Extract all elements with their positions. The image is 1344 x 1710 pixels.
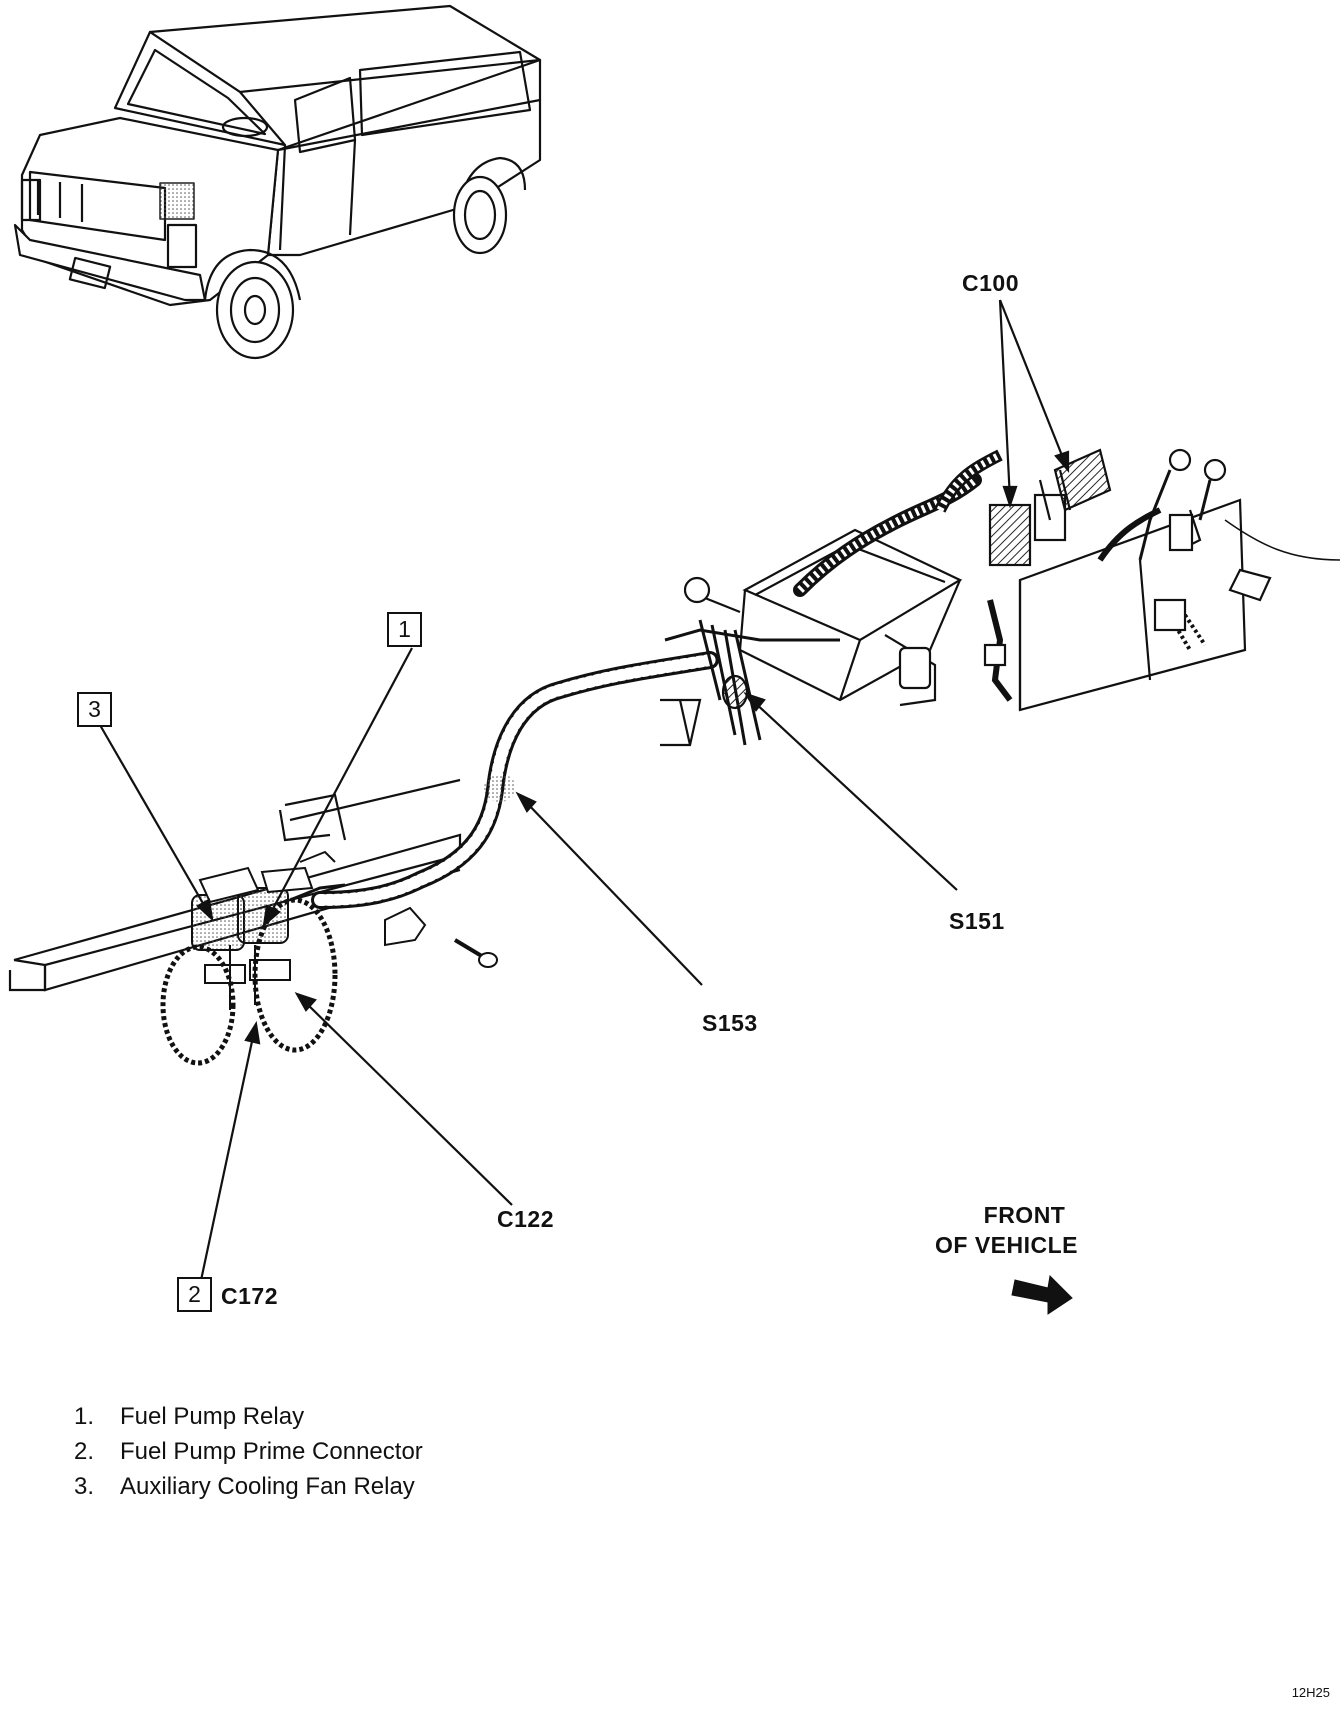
legend-text: Fuel Pump Relay bbox=[120, 1403, 305, 1430]
leader-lines bbox=[99, 299, 1070, 1286]
callout-box-2: 2 bbox=[177, 1277, 212, 1312]
callout-s151: S151 bbox=[949, 908, 1005, 934]
legend-num: 1. bbox=[74, 1403, 95, 1430]
front-arrow-icon bbox=[1011, 1274, 1073, 1315]
callout-c122: C122 bbox=[497, 1206, 554, 1232]
relay-cluster bbox=[160, 850, 498, 1066]
callout-c172: C172 bbox=[221, 1283, 278, 1309]
front-of-vehicle-label: FRONT OF VEHICLE bbox=[935, 1200, 1078, 1260]
frame-rail bbox=[8, 778, 462, 992]
bulkhead-connectors bbox=[983, 448, 1341, 712]
legend-text: Auxiliary Cooling Fan Relay bbox=[120, 1473, 415, 1500]
legend-item: 1. Fuel Pump Relay bbox=[74, 1399, 423, 1434]
callout-box-1: 1 bbox=[387, 612, 422, 647]
callout-s153: S153 bbox=[702, 1010, 758, 1036]
front-label-line2: OF VEHICLE bbox=[935, 1232, 1079, 1258]
battery-tray bbox=[660, 449, 1003, 747]
figure-id: 12H25 bbox=[1291, 1685, 1330, 1700]
front-label-line1: FRONT bbox=[983, 1202, 1066, 1228]
callout-box-3: 3 bbox=[77, 692, 112, 727]
wiring-harness bbox=[311, 651, 719, 909]
legend-list: 1. Fuel Pump Relay 2. Fuel Pump Prime Conn… bbox=[74, 1399, 423, 1504]
callout-c100: C100 bbox=[962, 270, 1019, 296]
legend-item: 3. Auxiliary Cooling Fan Relay bbox=[74, 1469, 423, 1504]
legend-item: 2. Fuel Pump Prime Connector bbox=[74, 1434, 423, 1469]
legend-text: Fuel Pump Prime Connector bbox=[120, 1438, 423, 1465]
legend-num: 3. bbox=[74, 1473, 95, 1500]
legend-num: 2. bbox=[74, 1438, 95, 1465]
van-illustration bbox=[13, 4, 542, 360]
